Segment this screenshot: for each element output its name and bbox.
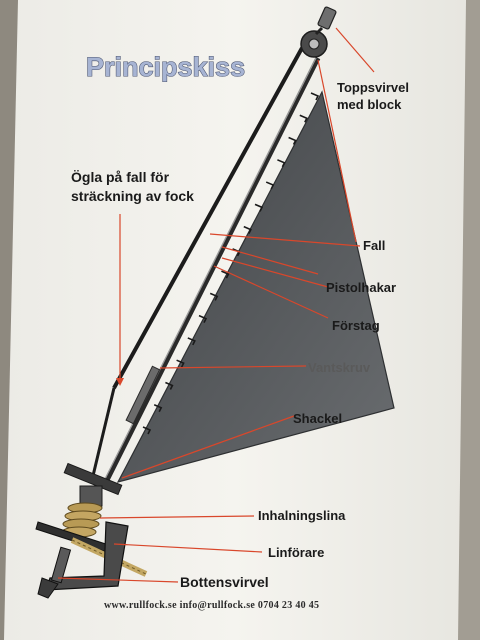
pistol-hook-icon bbox=[187, 337, 196, 346]
pistol-hook-icon bbox=[209, 292, 219, 301]
bottom-swivel bbox=[37, 521, 129, 599]
halyard-line bbox=[112, 47, 304, 389]
furling-line-coil bbox=[61, 502, 103, 538]
footer-contact: www.rullfock.se info@rullfock.se 0704 23… bbox=[104, 600, 319, 611]
label-pistolhakar: Pistolhakar bbox=[326, 280, 396, 295]
halyard-lower bbox=[90, 387, 116, 481]
pistol-hook-icon bbox=[299, 114, 308, 123]
pistol-hook-icon bbox=[176, 359, 185, 368]
pistol-hook-icon bbox=[288, 136, 297, 145]
jib-sail bbox=[116, 90, 395, 483]
arrow-ogla bbox=[116, 378, 124, 386]
label-ogla: Ögla på fall för sträckning av fock bbox=[71, 169, 194, 204]
pistol-hook-icon bbox=[165, 381, 174, 390]
leader-lines bbox=[57, 27, 375, 583]
pistol-hook-icon bbox=[265, 181, 275, 190]
pistol-hook-icon bbox=[221, 270, 230, 279]
pistol-hook-icon bbox=[198, 314, 208, 324]
label-fall: Fall bbox=[363, 238, 385, 253]
turnbuckle bbox=[125, 365, 161, 425]
pistol-hooks bbox=[142, 92, 320, 435]
label-linforare: Linförare bbox=[268, 545, 324, 560]
pistol-hook-icon bbox=[310, 92, 320, 101]
pistol-hook-icon bbox=[243, 225, 252, 234]
label-bottensvirvel: Bottensvirvel bbox=[180, 574, 269, 590]
pistol-hook-icon bbox=[254, 203, 264, 212]
pistol-hook-icon bbox=[277, 159, 286, 168]
forestay bbox=[100, 56, 321, 490]
label-forstag: Förstag bbox=[332, 318, 380, 333]
pistol-hook-icon bbox=[142, 426, 152, 435]
label-vantskruv: Vantskruv bbox=[308, 360, 371, 375]
label-inhalningslina: Inhalningslina bbox=[258, 508, 346, 523]
label-shackel: Shackel bbox=[293, 411, 342, 426]
diagram-title: Principskiss bbox=[86, 52, 245, 82]
label-toppsvirvel: Toppsvirvel med block bbox=[337, 80, 413, 112]
top-swivel-block bbox=[300, 6, 337, 58]
pistol-hook-icon bbox=[153, 403, 163, 413]
